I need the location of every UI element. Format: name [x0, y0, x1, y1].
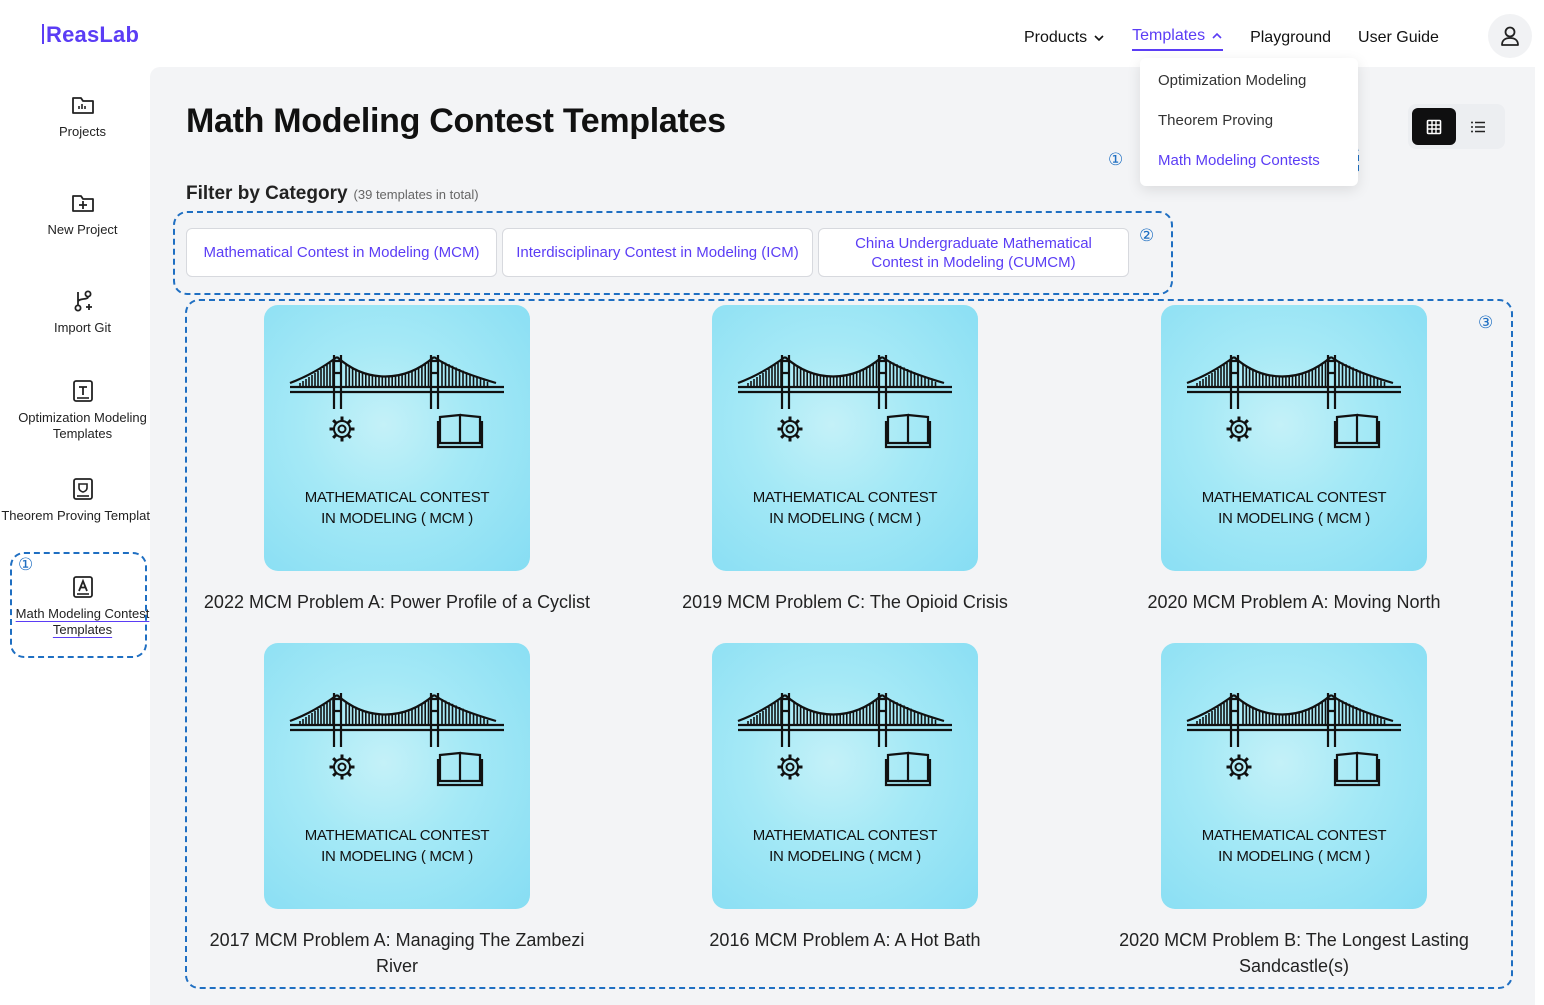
list-icon [1471, 121, 1485, 132]
thumbnail-caption-line: MATHEMATICAL CONTEST [1201, 827, 1387, 844]
sidebar-item-label: Import Git [53, 320, 112, 335]
template-t-icon [72, 380, 93, 402]
list-view-button[interactable] [1456, 108, 1500, 145]
nav-templates[interactable]: Templates [1132, 24, 1224, 51]
template-card-title[interactable]: 2019 MCM Problem C: The Opioid Crisis [682, 592, 1008, 612]
template-card-thumbnail[interactable]: MATHEMATICAL CONTEST IN MODELING ( MCM ) [1161, 305, 1427, 571]
template-card-title[interactable]: 2022 MCM Problem A: Power Profile of a C… [203, 592, 591, 612]
brand-logo[interactable]: ReasLab [42, 22, 139, 48]
menu-item-math-modeling-contests[interactable]: Math Modeling Contests [1158, 152, 1320, 169]
filter-label: Filter by Category [186, 183, 348, 204]
sidebar-item-optimization-templates[interactable]: Optimization Modeling Templates [0, 378, 165, 442]
sidebar-item-projects[interactable]: Projects [0, 92, 165, 140]
thumbnail-caption: MATHEMATICAL CONTEST IN MODELING ( MCM ) [264, 487, 530, 529]
sidebar-item-new-project[interactable]: New Project [0, 190, 165, 238]
template-shield-icon [72, 478, 93, 500]
user-avatar-button[interactable] [1488, 14, 1532, 58]
templates-dropdown: Optimization Modeling Theorem Proving Ma… [1140, 58, 1358, 186]
sidebar-item-label: Theorem Proving Templates [1, 508, 164, 523]
thumbnail-caption: MATHEMATICAL CONTEST IN MODELING ( MCM ) [264, 825, 530, 867]
thumbnail-caption-line: IN MODELING ( MCM ) [1218, 510, 1370, 527]
category-cumcm-button[interactable]: China Undergraduate Mathematical Contest… [818, 228, 1129, 277]
template-a-icon [72, 576, 93, 598]
thumbnail-caption-line: MATHEMATICAL CONTEST [752, 827, 938, 844]
thumbnail-caption-line: IN MODELING ( MCM ) [769, 848, 921, 865]
nav-user-guide[interactable]: User Guide [1358, 26, 1439, 50]
nav-playground[interactable]: Playground [1250, 26, 1331, 50]
category-mcm-button[interactable]: Mathematical Contest in Modeling (MCM) [186, 228, 497, 277]
thumbnail-caption-line: IN MODELING ( MCM ) [321, 510, 473, 527]
git-branch-icon [74, 290, 92, 312]
menu-item-theorem-proving[interactable]: Theorem Proving [1158, 112, 1274, 129]
page-title: Math Modeling Contest Templates [186, 102, 726, 140]
thumbnail-caption-line: IN MODELING ( MCM ) [321, 848, 473, 865]
sidebar-item-math-modeling-templates[interactable]: Math Modeling Contest Templates [0, 574, 165, 638]
brand-name: ReasLab [46, 22, 140, 47]
annotation-marker-2: ② [1139, 226, 1155, 245]
thumbnail-caption-line: IN MODELING ( MCM ) [1218, 848, 1370, 865]
nav-templates-label: Templates [1132, 26, 1206, 44]
template-card-title[interactable]: 2016 MCM Problem A: A Hot Bath [709, 930, 981, 950]
grid-view-button[interactable] [1412, 108, 1456, 145]
chevron-up-icon [1212, 32, 1222, 39]
thumbnail-caption: MATHEMATICAL CONTEST IN MODELING ( MCM ) [712, 825, 978, 867]
logo-bar [42, 24, 44, 44]
template-card-title[interactable]: 2020 MCM Problem A: Moving North [1147, 592, 1441, 612]
nav-products-label: Products [1024, 28, 1088, 46]
template-card-title[interactable]: 2017 MCM Problem A: Managing The Zambezi… [209, 930, 585, 976]
sidebar-item-label: Math Modeling Contest Templates [15, 606, 150, 637]
filter-count: (39 templates in total) [353, 187, 479, 202]
sidebar-item-label: Projects [59, 124, 106, 139]
folder-icon [71, 97, 94, 114]
bridge-illustration [1186, 693, 1401, 787]
thumbnail-caption-line: MATHEMATICAL CONTEST [752, 489, 938, 506]
template-card-thumbnail[interactable]: MATHEMATICAL CONTEST IN MODELING ( MCM ) [712, 305, 978, 571]
menu-item-optimization-modeling[interactable]: Optimization Modeling [1158, 72, 1307, 89]
sidebar-item-label: Optimization Modeling Templates [18, 410, 147, 441]
bridge-illustration [289, 693, 504, 787]
thumbnail-caption: MATHEMATICAL CONTEST IN MODELING ( MCM ) [712, 487, 978, 529]
sidebar-item-label: New Project [47, 222, 118, 237]
bridge-illustration [1186, 355, 1401, 449]
annotation-marker-1-side: ① [18, 555, 34, 574]
user-icon [1501, 26, 1519, 46]
folder-plus-icon [71, 195, 94, 212]
chevron-down-icon [1094, 34, 1104, 41]
annotation-marker-1-top: ① [1108, 150, 1124, 169]
sidebar-item-theorem-templates[interactable]: Theorem Proving Templates [0, 476, 165, 524]
bridge-illustration [737, 355, 952, 449]
thumbnail-caption-line: MATHEMATICAL CONTEST [1201, 489, 1387, 506]
bridge-illustration [289, 355, 504, 449]
top-navigation: Products Templates Playground User Guide [1024, 24, 1466, 51]
annotation-marker-3: ③ [1478, 313, 1494, 332]
filter-heading: Filter by Category (39 templates in total… [186, 183, 479, 205]
nav-products[interactable]: Products [1024, 26, 1105, 50]
template-card-thumbnail[interactable]: MATHEMATICAL CONTEST IN MODELING ( MCM ) [264, 305, 530, 571]
sidebar-item-import-git[interactable]: Import Git [0, 288, 165, 336]
template-card-thumbnail[interactable]: MATHEMATICAL CONTEST IN MODELING ( MCM ) [712, 643, 978, 909]
thumbnail-caption-line: MATHEMATICAL CONTEST [304, 489, 490, 506]
category-icm-button[interactable]: Interdisciplinary Contest in Modeling (I… [502, 228, 813, 277]
bridge-illustration [737, 693, 952, 787]
nav-user-guide-label: User Guide [1358, 28, 1439, 46]
template-card-title[interactable]: 2020 MCM Problem B: The Longest Lasting … [1119, 930, 1469, 976]
thumbnail-caption-line: MATHEMATICAL CONTEST [304, 827, 490, 844]
nav-playground-label: Playground [1250, 28, 1332, 46]
view-toggle [1408, 104, 1505, 149]
template-card-thumbnail[interactable]: MATHEMATICAL CONTEST IN MODELING ( MCM ) [1161, 643, 1427, 909]
grid-icon [1426, 119, 1442, 134]
thumbnail-caption: MATHEMATICAL CONTEST IN MODELING ( MCM ) [1161, 825, 1427, 867]
template-card-thumbnail[interactable]: MATHEMATICAL CONTEST IN MODELING ( MCM ) [264, 643, 530, 909]
thumbnail-caption-line: IN MODELING ( MCM ) [769, 510, 921, 527]
thumbnail-caption: MATHEMATICAL CONTEST IN MODELING ( MCM ) [1161, 487, 1427, 529]
